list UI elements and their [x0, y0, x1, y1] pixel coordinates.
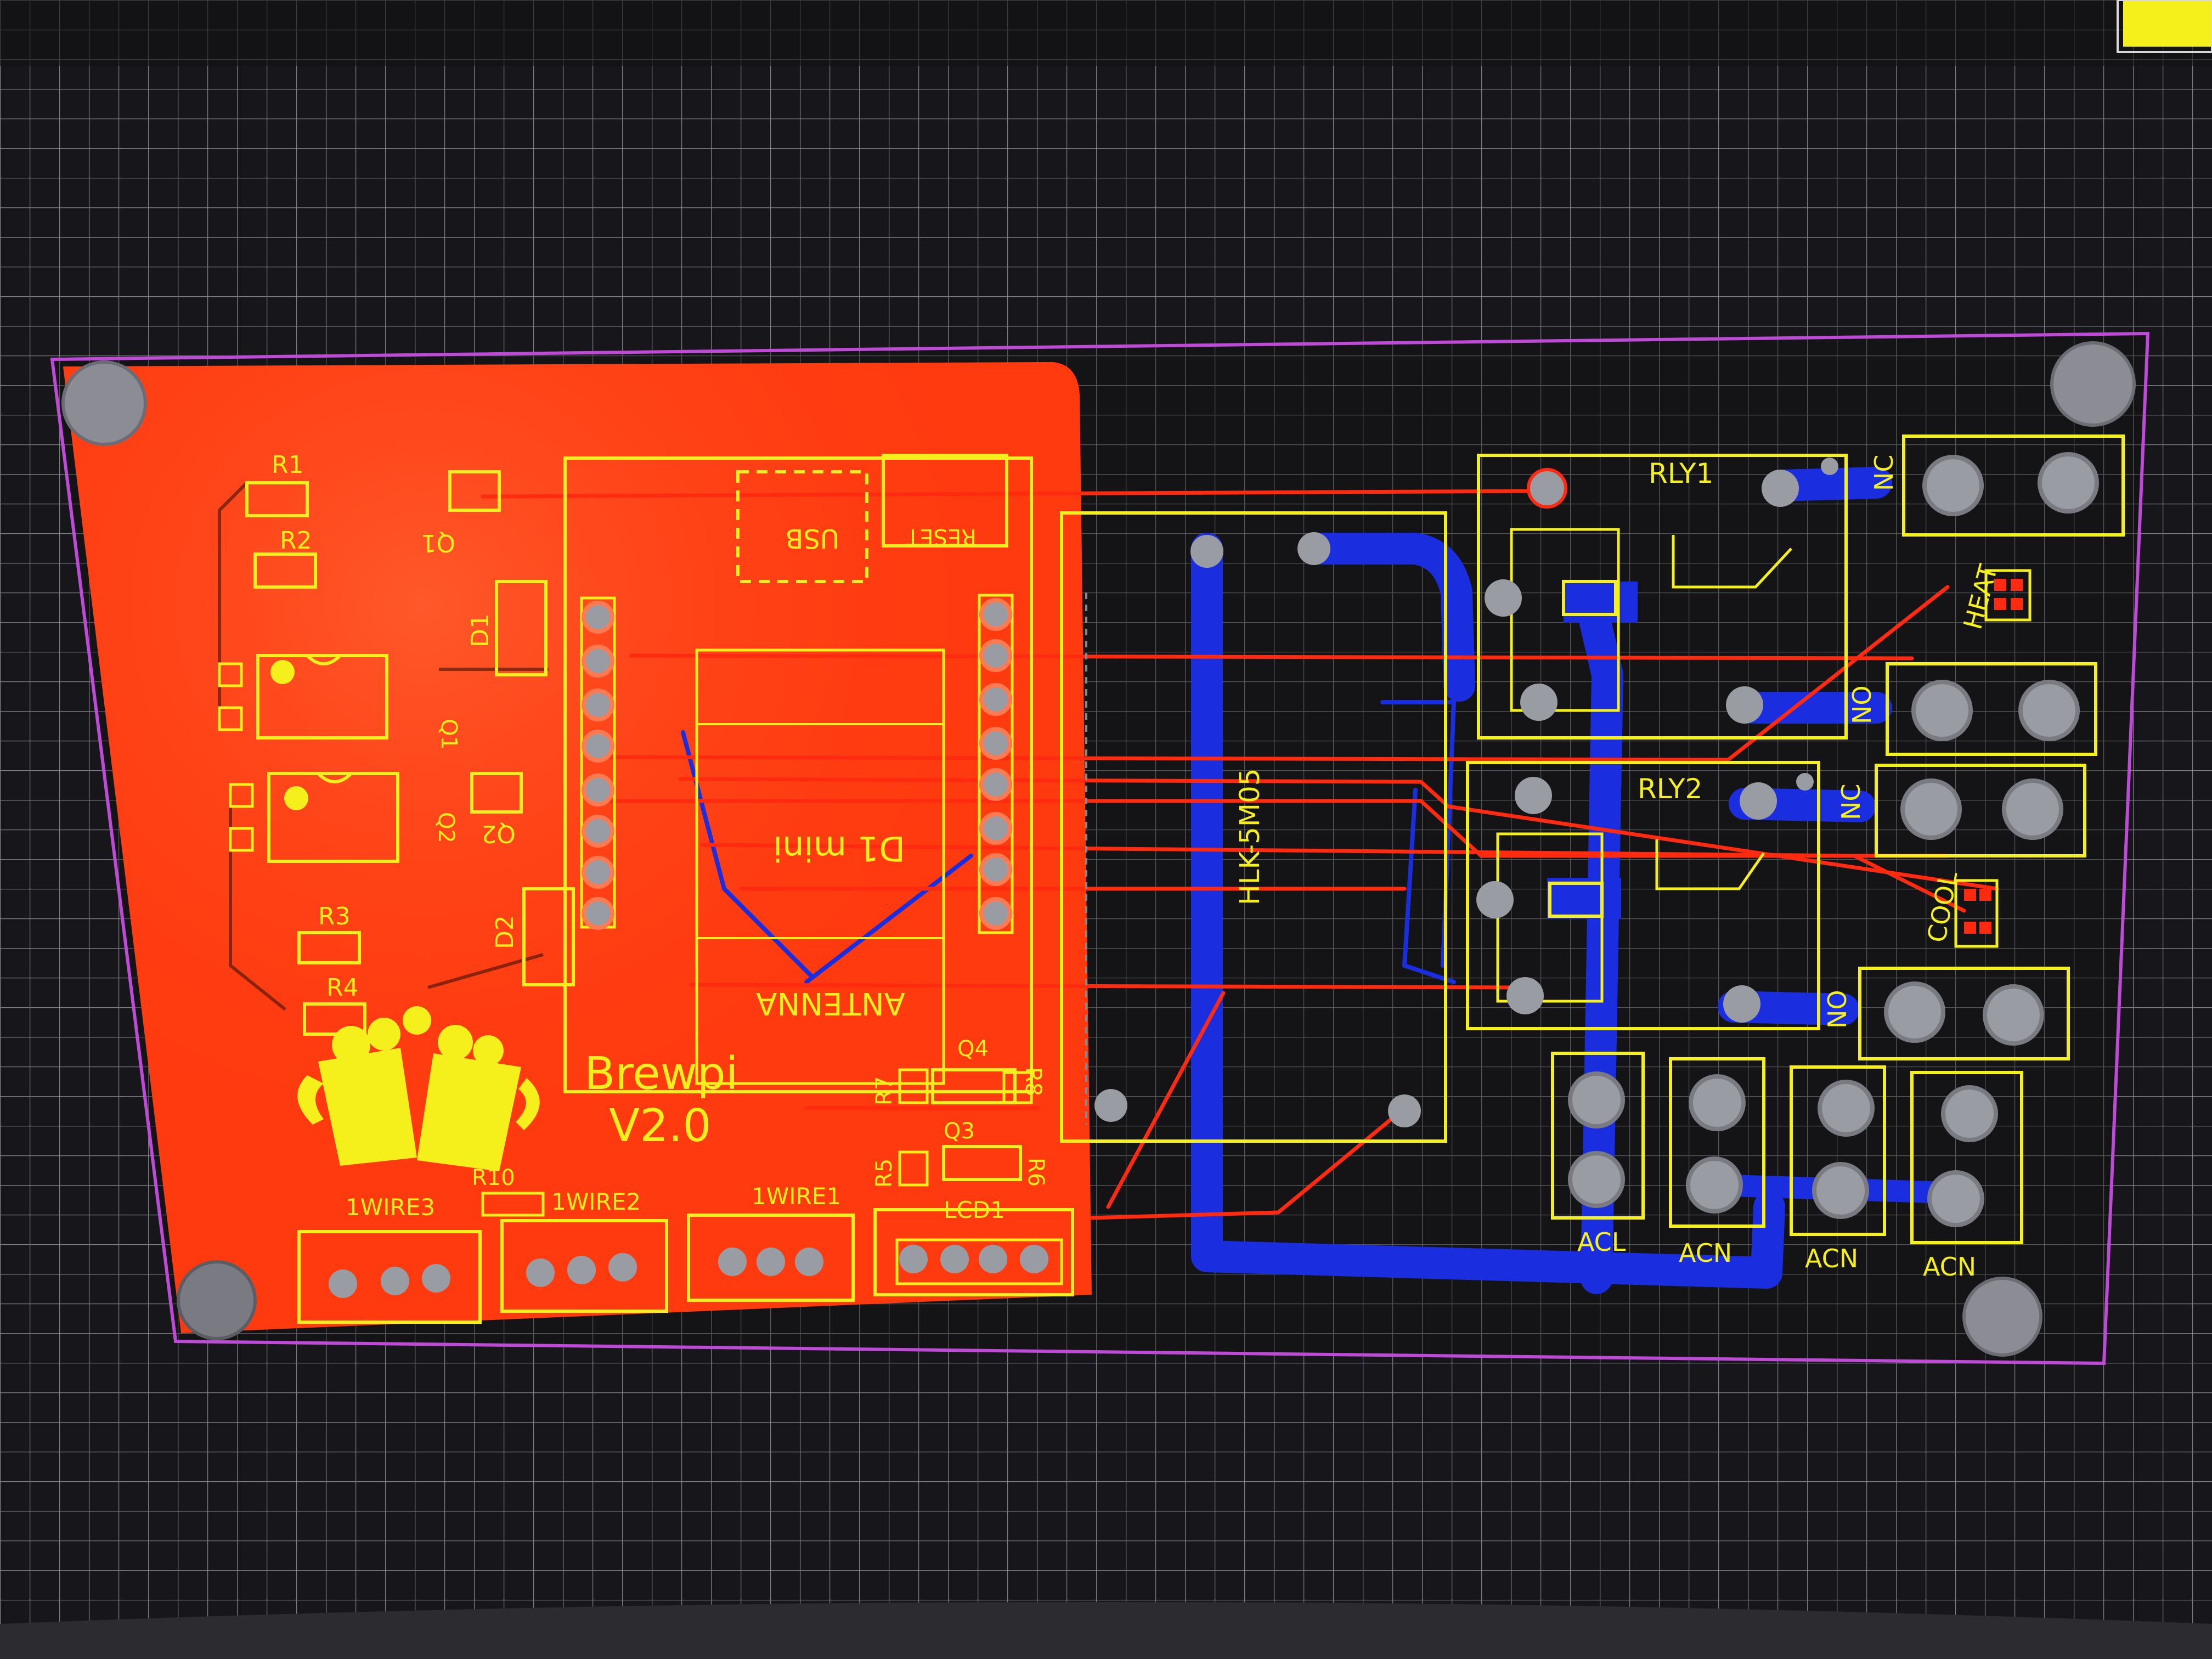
- terminal-acn-2[interactable]: ACN: [1790, 1065, 1886, 1273]
- usb-label: USB: [785, 523, 839, 554]
- d1-header-right[interactable]: [978, 594, 1014, 934]
- label-rly1: RLY1: [1649, 458, 1713, 489]
- label-q4: Q4: [957, 1036, 989, 1062]
- toolbar-corner-icon[interactable]: [2123, 0, 2212, 47]
- resistor-r3-r4[interactable]: R3 R4: [297, 902, 366, 1036]
- d1-mini-module[interactable]: USB RESET D1 mini ANTENNA: [563, 454, 1033, 1093]
- label-r4: R4: [326, 974, 359, 1002]
- label-acn-3: ACN: [1923, 1252, 1976, 1282]
- d1-header-left[interactable]: [580, 596, 616, 930]
- label-r3: R3: [318, 902, 351, 930]
- mount-hole-top-left: [61, 360, 147, 446]
- monitor-bezel-top: [0, 0, 2212, 66]
- terminal-rly1-no[interactable]: NO: [1847, 662, 2097, 756]
- label-q2-alt: Q2: [433, 812, 459, 843]
- label-r7: R7: [872, 1076, 897, 1105]
- label-q1: Q1: [421, 529, 455, 557]
- label-r1: R1: [272, 451, 304, 479]
- monitor-bezel-bottom: [0, 1602, 2212, 1659]
- board-version: V2.0: [609, 1100, 712, 1152]
- terminal-acl[interactable]: ACL: [1551, 1052, 1645, 1257]
- label-acl: ACL: [1577, 1227, 1626, 1257]
- board-title: Brewpi: [584, 1048, 738, 1100]
- terminal-rly2-no[interactable]: NO: [1822, 967, 2070, 1060]
- label-acn-2: ACN: [1805, 1244, 1858, 1273]
- label-rly2-no: NO: [1822, 990, 1852, 1029]
- label-lcd1: LCD1: [944, 1197, 1005, 1223]
- toolbar-corner-frame: [2117, 0, 2212, 53]
- connector-lcd1[interactable]: LCD1: [873, 1197, 1074, 1296]
- reset-label: RESET: [906, 524, 977, 549]
- label-1wire3: 1WIRE3: [346, 1194, 435, 1221]
- transistor-q3[interactable]: Q3 R5 R6: [872, 1119, 1048, 1188]
- edge-via: [1097, 1091, 1125, 1120]
- connector-1wire3[interactable]: 1WIRE3: [297, 1194, 482, 1324]
- transistor-q2[interactable]: Q2: [470, 772, 523, 848]
- resistor-r10[interactable]: R10: [472, 1165, 545, 1217]
- relay-rly2[interactable]: RLY2: [1466, 761, 1820, 1030]
- hlk-label: HLK-5M05: [1234, 768, 1266, 905]
- label-r8: R8: [1020, 1067, 1046, 1096]
- label-acn-1: ACN: [1679, 1238, 1732, 1268]
- label-q1-alt: Q1: [436, 719, 461, 750]
- terminal-acn-3[interactable]: ACN: [1910, 1071, 2023, 1282]
- mount-hole-bottom-left: [177, 1260, 257, 1340]
- relay-rly1[interactable]: RLY1: [1477, 454, 1848, 740]
- terminal-acn-1[interactable]: ACN: [1669, 1057, 1765, 1268]
- label-r2: R2: [280, 527, 312, 555]
- connector-1wire2[interactable]: 1WIRE2: [500, 1188, 668, 1313]
- label-rly1-no: NO: [1847, 685, 1877, 724]
- label-q2: Q2: [481, 820, 516, 848]
- diode-d2[interactable]: D2: [491, 887, 575, 986]
- antenna-label: ANTENNA: [756, 985, 905, 1021]
- mount-hole-top-right: [2050, 341, 2136, 427]
- connector-1wire1[interactable]: 1WIRE1: [687, 1183, 855, 1302]
- resistor-r1-r2[interactable]: R1 R2: [245, 451, 317, 589]
- label-1wire2: 1WIRE2: [551, 1188, 641, 1215]
- ic-driver-2[interactable]: Q2: [229, 772, 459, 863]
- label-d1: D1: [466, 613, 494, 647]
- transistor-q1[interactable]: Q1: [421, 470, 501, 557]
- label-r10: R10: [472, 1165, 515, 1190]
- label-d2: D2: [491, 915, 519, 949]
- d1-mini-label: D1 mini: [773, 828, 905, 868]
- terminal-rly2-nc[interactable]: NC: [1836, 764, 2086, 857]
- mount-hole-bottom-right: [1962, 1277, 2042, 1357]
- mounting-holes: [61, 341, 2136, 1357]
- label-rly1-nc: NC: [1869, 454, 1899, 491]
- diode-d1[interactable]: D1: [466, 580, 548, 676]
- label-r6: R6: [1023, 1158, 1048, 1187]
- ic-driver-1[interactable]: Q1: [218, 654, 461, 750]
- terminal-rly1-nc[interactable]: NC: [1869, 435, 2125, 537]
- label-rly2-nc: NC: [1836, 783, 1866, 820]
- label-q3: Q3: [944, 1119, 975, 1144]
- label-r5: R5: [872, 1159, 897, 1188]
- transistor-q4[interactable]: Q4 R7 R8: [872, 1036, 1046, 1105]
- label-1wire1: 1WIRE1: [752, 1183, 841, 1210]
- beer-mugs-logo: [297, 1006, 540, 1171]
- label-rly2: RLY2: [1638, 773, 1702, 805]
